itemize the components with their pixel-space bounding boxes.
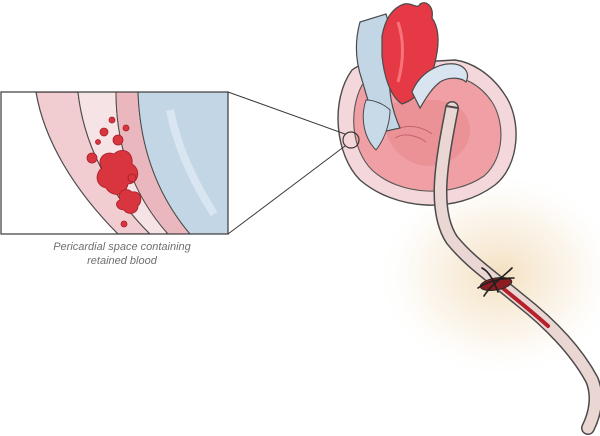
aorta-highlight	[396, 21, 404, 83]
skin-exit-suture	[477, 267, 515, 297]
caption-line-1: Pericardial space containing	[53, 241, 191, 253]
chest-drain-tube	[433, 101, 600, 435]
caption-line-2: retained blood	[87, 255, 157, 267]
magnify-circle	[342, 131, 360, 149]
leader-line-bottom	[227, 145, 346, 235]
drain-tube-tip	[445, 105, 459, 109]
heart	[337, 2, 517, 206]
ventricle-texture	[394, 125, 433, 143]
leader-line-top	[227, 91, 346, 135]
suture-threads	[477, 267, 515, 297]
inset-caption: Pericardial space containing retained bl…	[12, 240, 232, 268]
pulmonary-artery	[411, 63, 469, 110]
magnified-inset	[0, 91, 229, 235]
right-atrium	[362, 99, 391, 151]
drain-blood-streak	[498, 284, 550, 328]
inset-tissue-highlight	[166, 109, 218, 217]
inset-frame	[0, 91, 229, 235]
retained-blood-clots	[86, 116, 142, 228]
